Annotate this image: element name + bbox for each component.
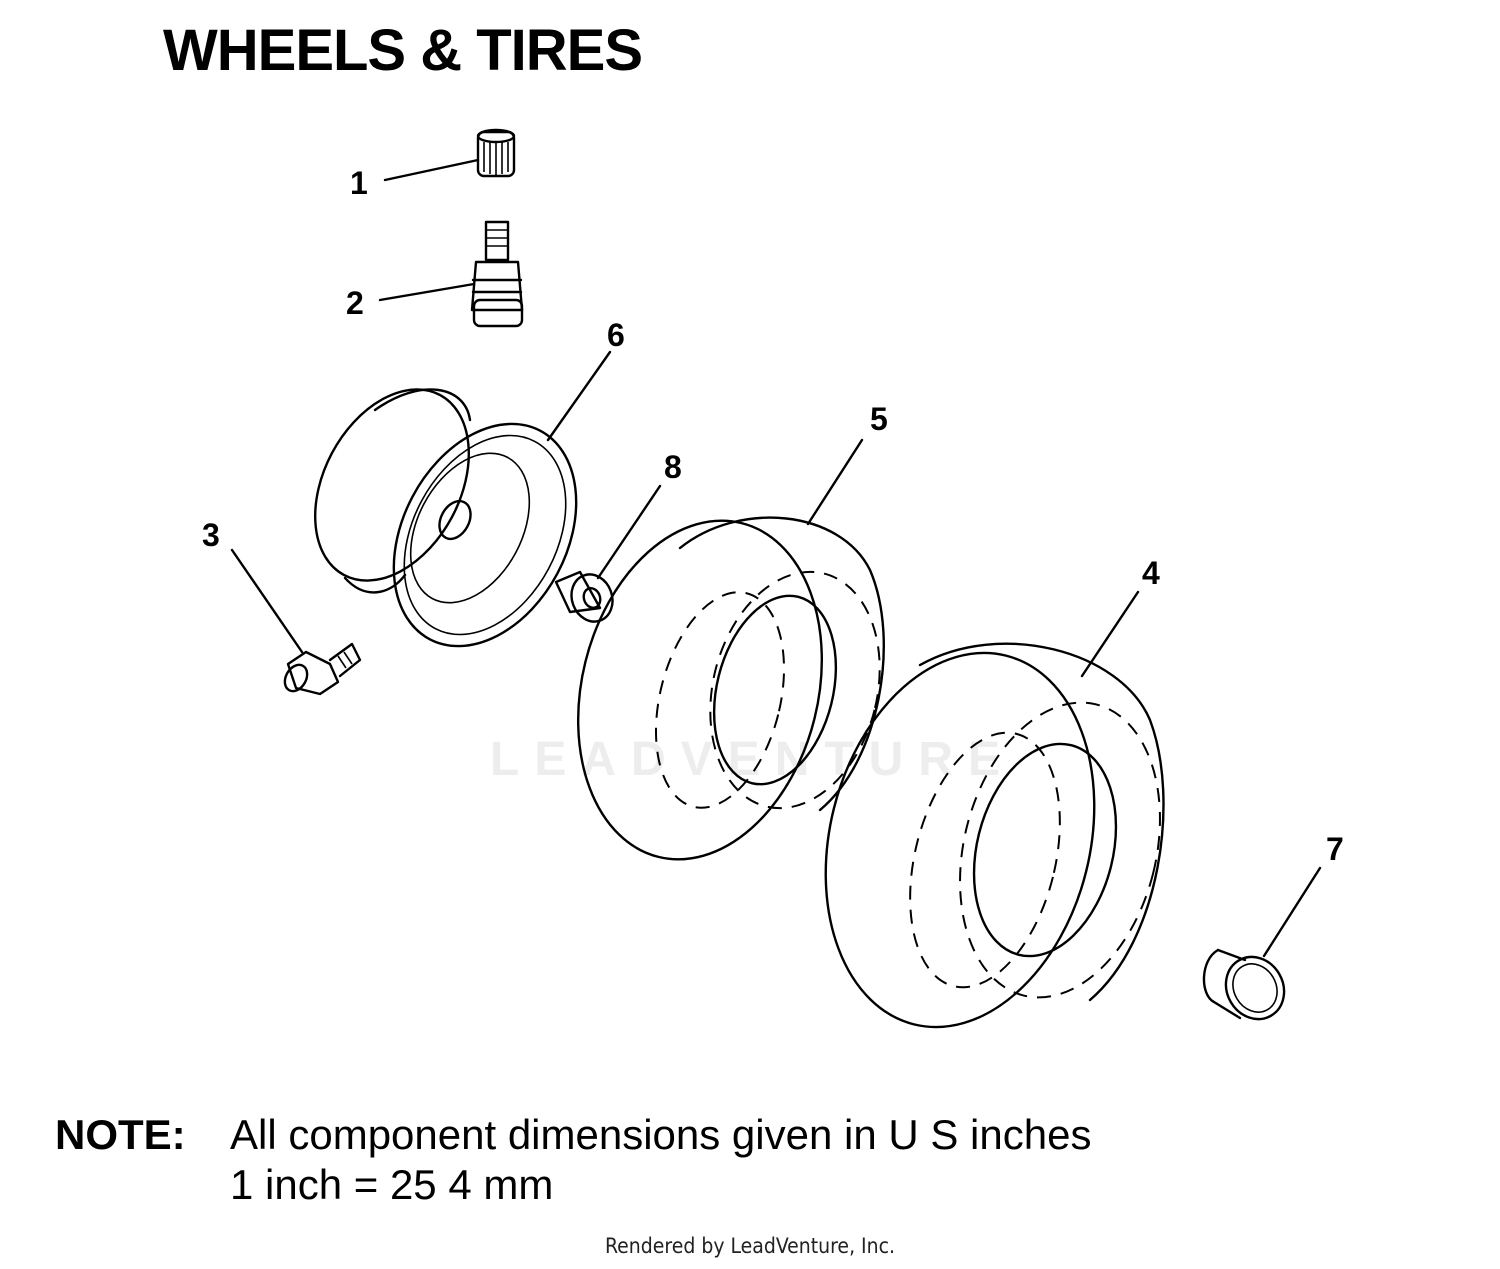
part-4-tire-rear[interactable] <box>788 624 1190 1056</box>
note-label: NOTE: <box>55 1111 186 1158</box>
callout-1: 1 <box>350 165 368 201</box>
callout-4: 4 <box>1142 555 1160 591</box>
callout-5: 5 <box>870 401 888 437</box>
leader-lines <box>230 158 1322 958</box>
part-5-tire-front[interactable] <box>544 495 904 886</box>
exploded-parts-diagram: 1 2 3 4 5 6 7 8 <box>202 128 1344 1056</box>
part-8-bushing[interactable] <box>554 569 619 628</box>
footer-credit: Rendered by LeadVenture, Inc. <box>605 1234 895 1258</box>
part-6-wheel-rim[interactable] <box>284 363 613 678</box>
callout-2: 2 <box>346 285 364 321</box>
part-2-valve-stem[interactable] <box>470 220 524 328</box>
part-1-valve-cap[interactable] <box>476 128 516 178</box>
callout-3: 3 <box>202 517 220 553</box>
callout-8: 8 <box>664 449 682 485</box>
note-line-2: 1 inch = 25 4 mm <box>230 1161 554 1208</box>
note-line-1: All component dimensions given in U S in… <box>230 1111 1092 1158</box>
callout-7: 7 <box>1326 831 1344 867</box>
part-7-hub-cap[interactable] <box>1202 946 1295 1029</box>
callout-6: 6 <box>607 317 625 353</box>
part-3-bolt[interactable] <box>280 642 362 696</box>
page-title: WHEELS & TIRES <box>163 18 643 83</box>
watermark: LEADVENTURE <box>490 733 1016 786</box>
